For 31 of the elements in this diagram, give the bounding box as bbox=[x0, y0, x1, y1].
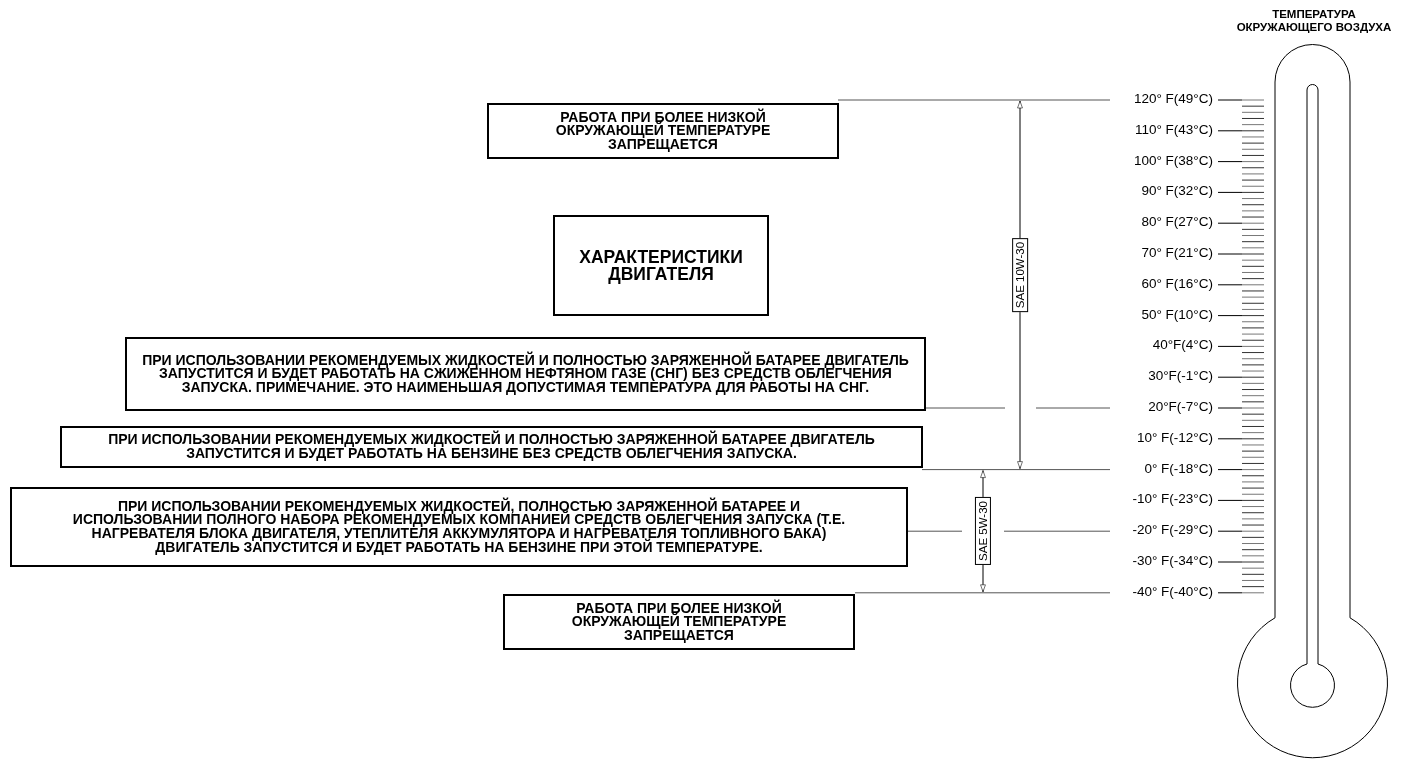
temperature-label: 60° F(16°C) bbox=[1140, 275, 1213, 291]
temperature-label: -20° F(-29°C) bbox=[1131, 522, 1213, 538]
temperature-label: 30°F(-1°C) bbox=[1147, 368, 1213, 384]
temperature-label: 120° F(49°C) bbox=[1132, 91, 1213, 106]
temperature-label: -30° F(-34°C) bbox=[1131, 553, 1213, 568]
box-text: ПРИ ИСПОЛЬЗОВАНИИ РЕКОМЕНДУЕМЫХ ЖИДКОСТЕЙ И ПОЛНОСТЬЮ ЗАРЯЖЕННОЙ БАТАРЕЕ ДВИГАТЕЛЬ ЗАПУСТИТСЯ И БУДЕТ РАБОТАТЬ НА СЖИЖЕННОМ НЕФТЯНОМ ГАЗЕ (СНГ) БЕЗ СРЕДСТВ ОБЛЕГЧЕНИЯ ЗАПУСКА. ПРИМЕЧАНИЕ. ЭТО НАИМЕНЬШАЯ ДОПУСТИМАЯ ТЕМПЕРАТУРА ДЛЯ РАБОТЫ НА СНГ. bbox=[141, 353, 910, 395]
temperature-label: 80° F(27°C) bbox=[1140, 214, 1213, 230]
box-text: ХАРАКТЕРИСТИКИ ДВИГАТЕЛЯ bbox=[578, 248, 744, 283]
temperature-label: 40°F(4°C) bbox=[1151, 337, 1213, 353]
temperature-label: 110° F(43°C) bbox=[1133, 121, 1213, 137]
text-box bbox=[125, 337, 926, 411]
temperature-label: -10° F(-23°C) bbox=[1131, 491, 1213, 507]
temperature-label: 20°F(-7°C) bbox=[1147, 399, 1213, 414]
temperature-label: 90° F(32°C) bbox=[1140, 183, 1213, 199]
temperature-label: 100° F(38°C) bbox=[1132, 152, 1213, 168]
text-box bbox=[487, 103, 839, 159]
temperature-label: 10° F(-12°C) bbox=[1135, 429, 1213, 445]
temperature-label: 0° F(-18°C) bbox=[1143, 460, 1213, 476]
box-text: РАБОТА ПРИ БОЛЕЕ НИЗКОЙ ОКРУЖАЮЩЕЙ ТЕМПЕРАТУРЕ ЗАПРЕЩАЕТСЯ bbox=[554, 110, 772, 152]
text-box bbox=[503, 594, 855, 650]
box-text: РАБОТА ПРИ БОЛЕЕ НИЗКОЙ ОКРУЖАЮЩЕЙ ТЕМПЕРАТУРЕ ЗАПРЕЩАЕТСЯ bbox=[570, 601, 788, 643]
text-box bbox=[60, 426, 923, 468]
temperature-label: 70° F(21°C) bbox=[1140, 245, 1213, 260]
text-box bbox=[553, 215, 769, 316]
text-box bbox=[10, 487, 908, 567]
oil-grade-label: SAE 5W-30 bbox=[974, 497, 991, 566]
temperature-label: 50° F(10°C) bbox=[1140, 306, 1213, 322]
thermometer-title: ТЕМПЕРАТУРА ОКРУЖАЮЩЕГО ВОЗДУХА bbox=[1235, 8, 1393, 35]
temperature-label: -40° F(-40°C) bbox=[1131, 583, 1213, 599]
box-text: ПРИ ИСПОЛЬЗОВАНИИ РЕКОМЕНДУЕМЫХ ЖИДКОСТЕЙ, ПОЛНОСТЬЮ ЗАРЯЖЕННОЙ БАТАРЕЕ И ИСПОЛЬЗОВАНИИ ПОЛНОГО НАБОРА РЕКОМЕНДУЕМЫХ КОМПАНИЕЙ СРЕДСТВ ОБЛЕГЧЕНИЯ ЗАПУСКА (Т.Е. НАГРЕВАТЕЛЯ БЛОКА ДВИГАТЕЛЯ, УТЕПЛИТЕЛЯ АККУМУЛЯТОРА И НАГРЕВАТЕЛЯ ТОПЛИВНОГО БАКА) ДВИГАТЕЛЬ ЗАПУСТИТСЯ И БУДЕТ РАБОТАТЬ НА БЕНЗИНЕ ПРИ ЭТОЙ ТЕМПЕРАТУРЕ. bbox=[71, 499, 847, 555]
oil-grade-label: SAE 10W-30 bbox=[1012, 237, 1029, 312]
